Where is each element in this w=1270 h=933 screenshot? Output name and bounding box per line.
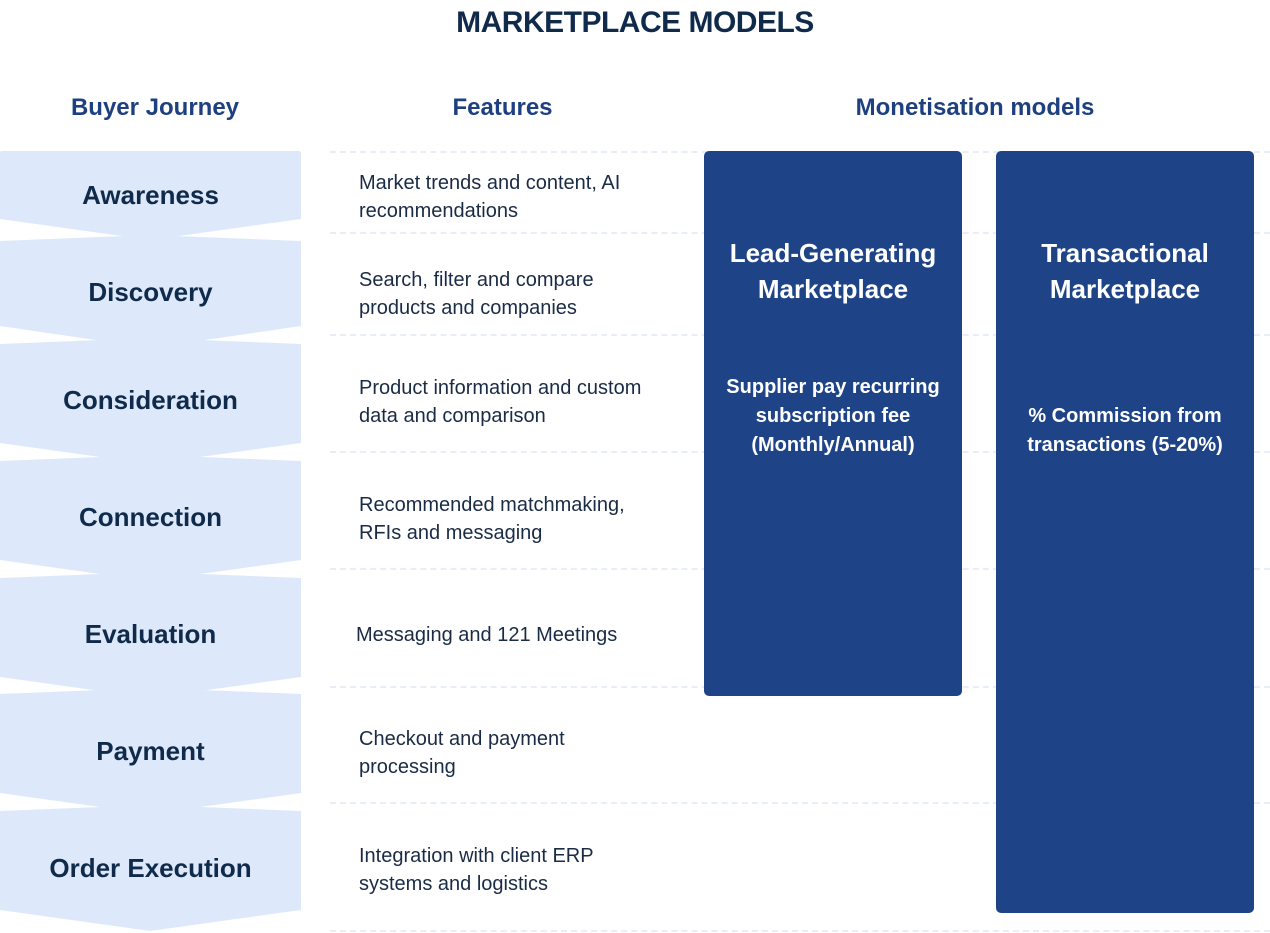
stage-connection: Connection xyxy=(0,455,301,581)
stage-awareness: Awareness xyxy=(0,151,301,240)
stage-chevron-shape xyxy=(0,455,301,581)
stage-label: Payment xyxy=(96,736,205,766)
stage-label: Discovery xyxy=(88,277,213,307)
stage-label: Connection xyxy=(79,502,222,532)
row-divider xyxy=(330,802,1270,804)
feature-awareness: Market trends and content, AI recommenda… xyxy=(359,172,621,222)
feature-discovery: Search, filter and compare products and … xyxy=(359,269,594,319)
feature-evaluation: Messaging and 121 Meetings xyxy=(356,624,618,646)
stage-label: Order Execution xyxy=(49,853,252,883)
buyer-journey-header: Buyer Journey xyxy=(70,94,240,121)
stage-evaluation: Evaluation xyxy=(0,572,301,698)
stage-order-execution: Order Execution xyxy=(0,805,301,931)
model-title: Transactional Marketplace xyxy=(1041,238,1209,304)
monetisation-models-header: Monetisation models xyxy=(855,94,1095,121)
stage-chevron-shape xyxy=(0,688,301,814)
model-description: % Commission from transactions (5-20%) xyxy=(1027,405,1223,456)
stage-label: Evaluation xyxy=(84,619,217,649)
stage-chevron-shape xyxy=(0,151,301,240)
feature-order-execution: Integration with client ERP systems and … xyxy=(359,845,594,895)
feature-payment: Checkout and payment processing xyxy=(359,728,565,778)
stage-label: Consideration xyxy=(63,385,238,415)
stage-payment: Payment xyxy=(0,688,301,814)
stage-label: Awareness xyxy=(82,180,219,210)
feature-connection: Recommended matchmaking, RFIs and messag… xyxy=(359,494,625,544)
stage-chevron-shape xyxy=(0,338,301,464)
feature-consideration: Product information and custom data and … xyxy=(359,377,642,427)
stage-discovery: Discovery xyxy=(0,235,301,348)
row-divider xyxy=(330,930,1270,932)
features-header: Features xyxy=(452,94,553,121)
stage-chevron-shape xyxy=(0,805,301,931)
model-description: Supplier pay recurring subscription fee … xyxy=(726,376,940,456)
stage-consideration: Consideration xyxy=(0,338,301,464)
transactional-marketplace-box: Transactional Marketplace % Commission f… xyxy=(996,151,1254,913)
lead-generating-marketplace-box: Lead-Generating Marketplace Supplier pay… xyxy=(704,151,962,696)
stage-chevron-shape xyxy=(0,235,301,348)
page-title: MARKETPLACE MODELS xyxy=(456,6,814,39)
model-title: Lead-Generating Marketplace xyxy=(729,238,937,304)
stage-chevron-shape xyxy=(0,572,301,698)
